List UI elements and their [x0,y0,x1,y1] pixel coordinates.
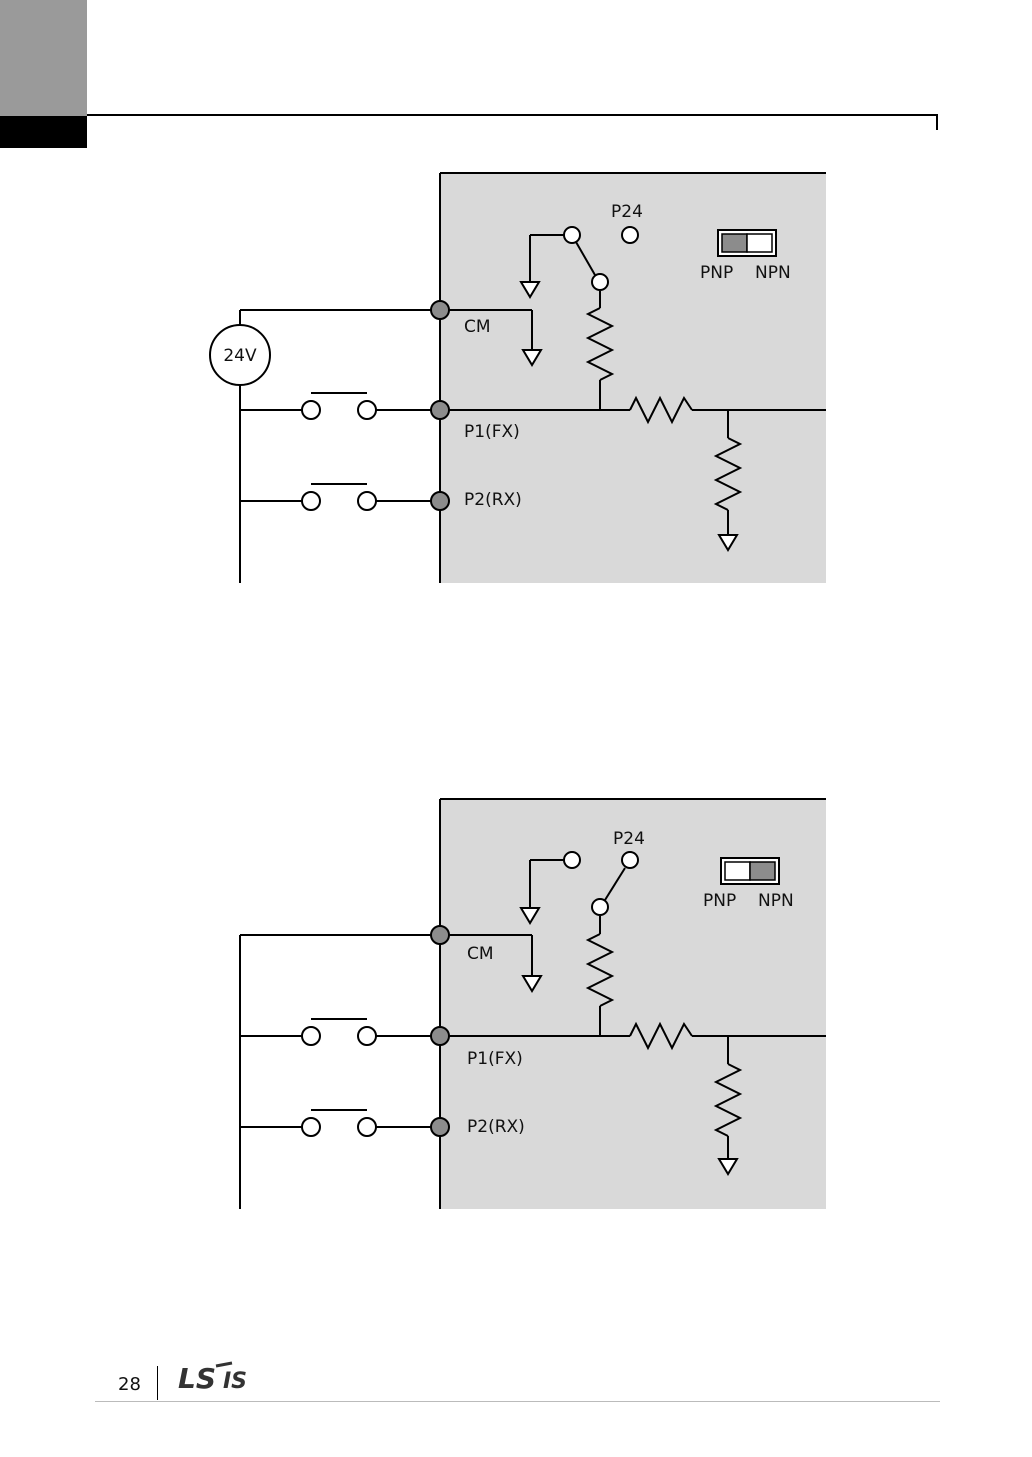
svg-text:IS: IS [223,1369,247,1394]
npn-wiring-diagram: P24 PNP NPN CM P1(FX) P2(RX) [0,786,1032,1226]
svg-text:LS: LS [178,1362,216,1394]
npn-label: NPN [758,891,794,911]
header-corner-black [0,116,87,148]
cm-terminal [431,301,449,319]
header-corner-gray [0,0,87,116]
p1-terminal [431,401,449,419]
p1-switch-contact-right [358,401,376,419]
selector-ground-contact [564,852,580,868]
p24-label: P24 [611,202,643,222]
selector-p24-contact [622,852,638,868]
cm-label: CM [467,944,494,964]
page-number: 28 [118,1374,141,1395]
switch-lever-pnp [722,234,747,252]
p2-label: P2(RX) [467,1117,525,1137]
pnp-label: PNP [703,891,736,911]
header-rule [87,114,938,116]
p2-switch-contact-right [358,1118,376,1136]
p1-terminal [431,1027,449,1045]
p2-label: P2(RX) [464,490,522,510]
selector-common-contact [592,899,608,915]
p2-switch-contact-left [302,1118,320,1136]
p1-switch-contact-left [302,401,320,419]
selector-ground-contact [564,227,580,243]
switch-slot-pnp [725,862,750,880]
switch-lever-npn [750,862,775,880]
cm-label: CM [464,317,491,337]
p2-switch-contact-left [302,492,320,510]
p1-label: P1(FX) [467,1049,523,1069]
footer-rule [95,1401,940,1402]
selector-p24-contact [622,227,638,243]
p2-terminal [431,492,449,510]
cm-terminal [431,926,449,944]
npn-label: NPN [755,263,791,283]
header-tick [936,114,938,130]
footer-separator [157,1366,158,1400]
selector-common-contact [592,274,608,290]
ls-is-logo: LS IS [176,1360,266,1394]
pnp-wiring-diagram: 24V P24 PNP NPN CM P1(FX) P2(RX) [0,160,1032,600]
p1-switch-contact-left [302,1027,320,1045]
p1-label: P1(FX) [464,422,520,442]
p24-label: P24 [613,829,645,849]
pnp-label: PNP [700,263,733,283]
p2-switch-contact-right [358,492,376,510]
p1-switch-contact-right [358,1027,376,1045]
source-label: 24V [223,346,257,366]
switch-slot-npn [747,234,772,252]
p2-terminal [431,1118,449,1136]
